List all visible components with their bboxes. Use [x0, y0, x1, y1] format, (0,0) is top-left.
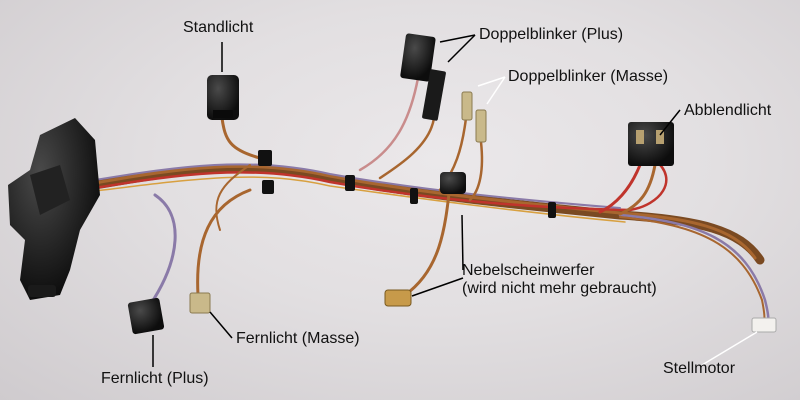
stellmotor-connector — [751, 317, 777, 333]
doppelblinker-masse-terminals — [461, 91, 487, 143]
abblendlicht-connector — [628, 122, 674, 166]
doppelblinker-plus-connectors — [400, 33, 446, 121]
main-connector — [8, 118, 100, 300]
label-doppelblinker-plus: Doppelblinker (Plus) — [479, 26, 624, 43]
standlicht-socket — [207, 75, 239, 120]
label-abblendlicht: Abblendlicht — [684, 102, 772, 119]
fernlicht-plus-connector — [127, 297, 165, 335]
label-doppelblinker-masse: Doppelblinker (Masse) — [508, 68, 669, 85]
label-fernlicht-masse: Fernlicht (Masse) — [236, 330, 360, 347]
main-harness-bundle — [90, 158, 770, 324]
nebelscheinwerfer-plug — [384, 172, 466, 307]
label-fernlicht-plus: Fernlicht (Plus) — [101, 370, 209, 387]
label-nebelscheinwerfer-line1: Nebelscheinwerfer — [462, 262, 595, 279]
branch-wires — [148, 76, 657, 307]
fernlicht-masse-terminal — [189, 292, 211, 314]
label-standlicht: Standlicht — [183, 19, 254, 36]
label-nebelscheinwerfer-line2: (wird nicht mehr gebraucht) — [462, 280, 657, 297]
label-nebelscheinwerfer: Nebelscheinwerfer (wird nicht mehr gebra… — [462, 262, 732, 298]
leader-lines — [152, 34, 758, 367]
label-stellmotor: Stellmotor — [663, 360, 736, 377]
tape-wraps — [258, 150, 556, 218]
